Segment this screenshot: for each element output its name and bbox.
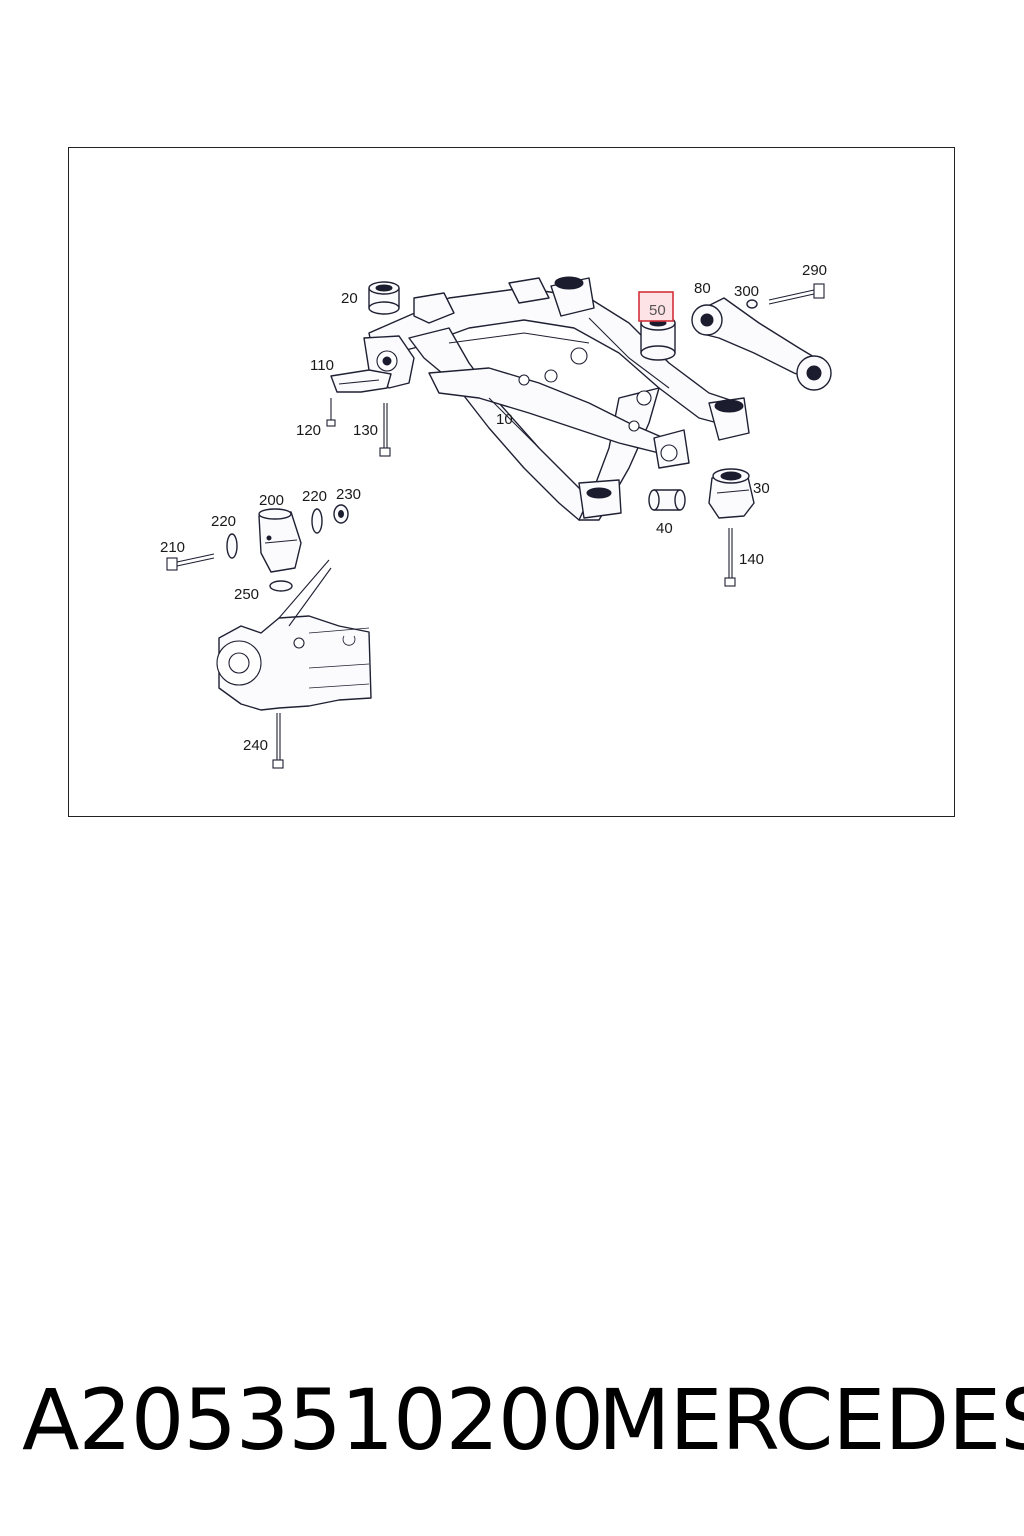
- bracket-110: [330, 369, 392, 393]
- label-250: 250: [234, 586, 259, 603]
- control-arm-80: [691, 297, 832, 391]
- bolt-120: [326, 398, 336, 427]
- nut-230: [333, 504, 349, 524]
- mount-30: [708, 468, 755, 519]
- label-210: 210: [160, 539, 185, 556]
- bolt-240: [272, 713, 284, 769]
- axle-housing: [216, 559, 372, 711]
- label-10: 10: [496, 411, 513, 428]
- label-120: 120: [296, 422, 321, 439]
- side-mount-right: [653, 429, 690, 469]
- label-40: 40: [656, 520, 673, 537]
- label-50: 50: [649, 302, 666, 319]
- rear-mount-lower-right: [708, 397, 750, 441]
- bolt-130: [379, 403, 391, 457]
- label-30: 30: [753, 480, 770, 497]
- center-lower-mount: [578, 479, 622, 519]
- bushing-20: [368, 281, 400, 315]
- label-80: 80: [694, 280, 711, 297]
- bolt-290: [768, 283, 825, 305]
- label-290: 290: [802, 262, 827, 279]
- bushing-40: [648, 489, 686, 511]
- label-110: 110: [310, 357, 334, 374]
- label-230: 230: [336, 486, 361, 503]
- label-200: 200: [259, 492, 284, 509]
- subframe-crossmember: [363, 277, 740, 521]
- label-300: 300: [734, 283, 759, 300]
- caption: A2053510200 MERCEDES: [0, 1365, 1024, 1475]
- brand-name: MERCEDES: [598, 1371, 1024, 1469]
- nut-300: [746, 299, 758, 309]
- label-20: 20: [341, 290, 358, 307]
- diagram-frame: 10 20 30 40 50 80 110 120 130 140 200 21…: [68, 147, 955, 817]
- label-130: 130: [353, 422, 378, 439]
- parts-diagram: 10 20 30 40 50 80 110 120 130 140 200 21…: [160, 262, 832, 769]
- part-number: A2053510200: [22, 1371, 604, 1469]
- label-140: 140: [739, 551, 764, 568]
- washer-220b: [311, 508, 323, 534]
- highlight-box-50: [638, 291, 674, 322]
- label-220b: 220: [302, 488, 327, 505]
- label-220a: 220: [211, 513, 236, 530]
- washer-250: [269, 580, 293, 592]
- bolt-140: [724, 528, 736, 587]
- washer-220a: [226, 533, 238, 559]
- label-240: 240: [243, 737, 268, 754]
- bushing-50: [640, 315, 676, 361]
- bolt-210: [166, 553, 215, 571]
- rear-mount-upper-right: [550, 276, 595, 317]
- mount-200: [258, 508, 302, 573]
